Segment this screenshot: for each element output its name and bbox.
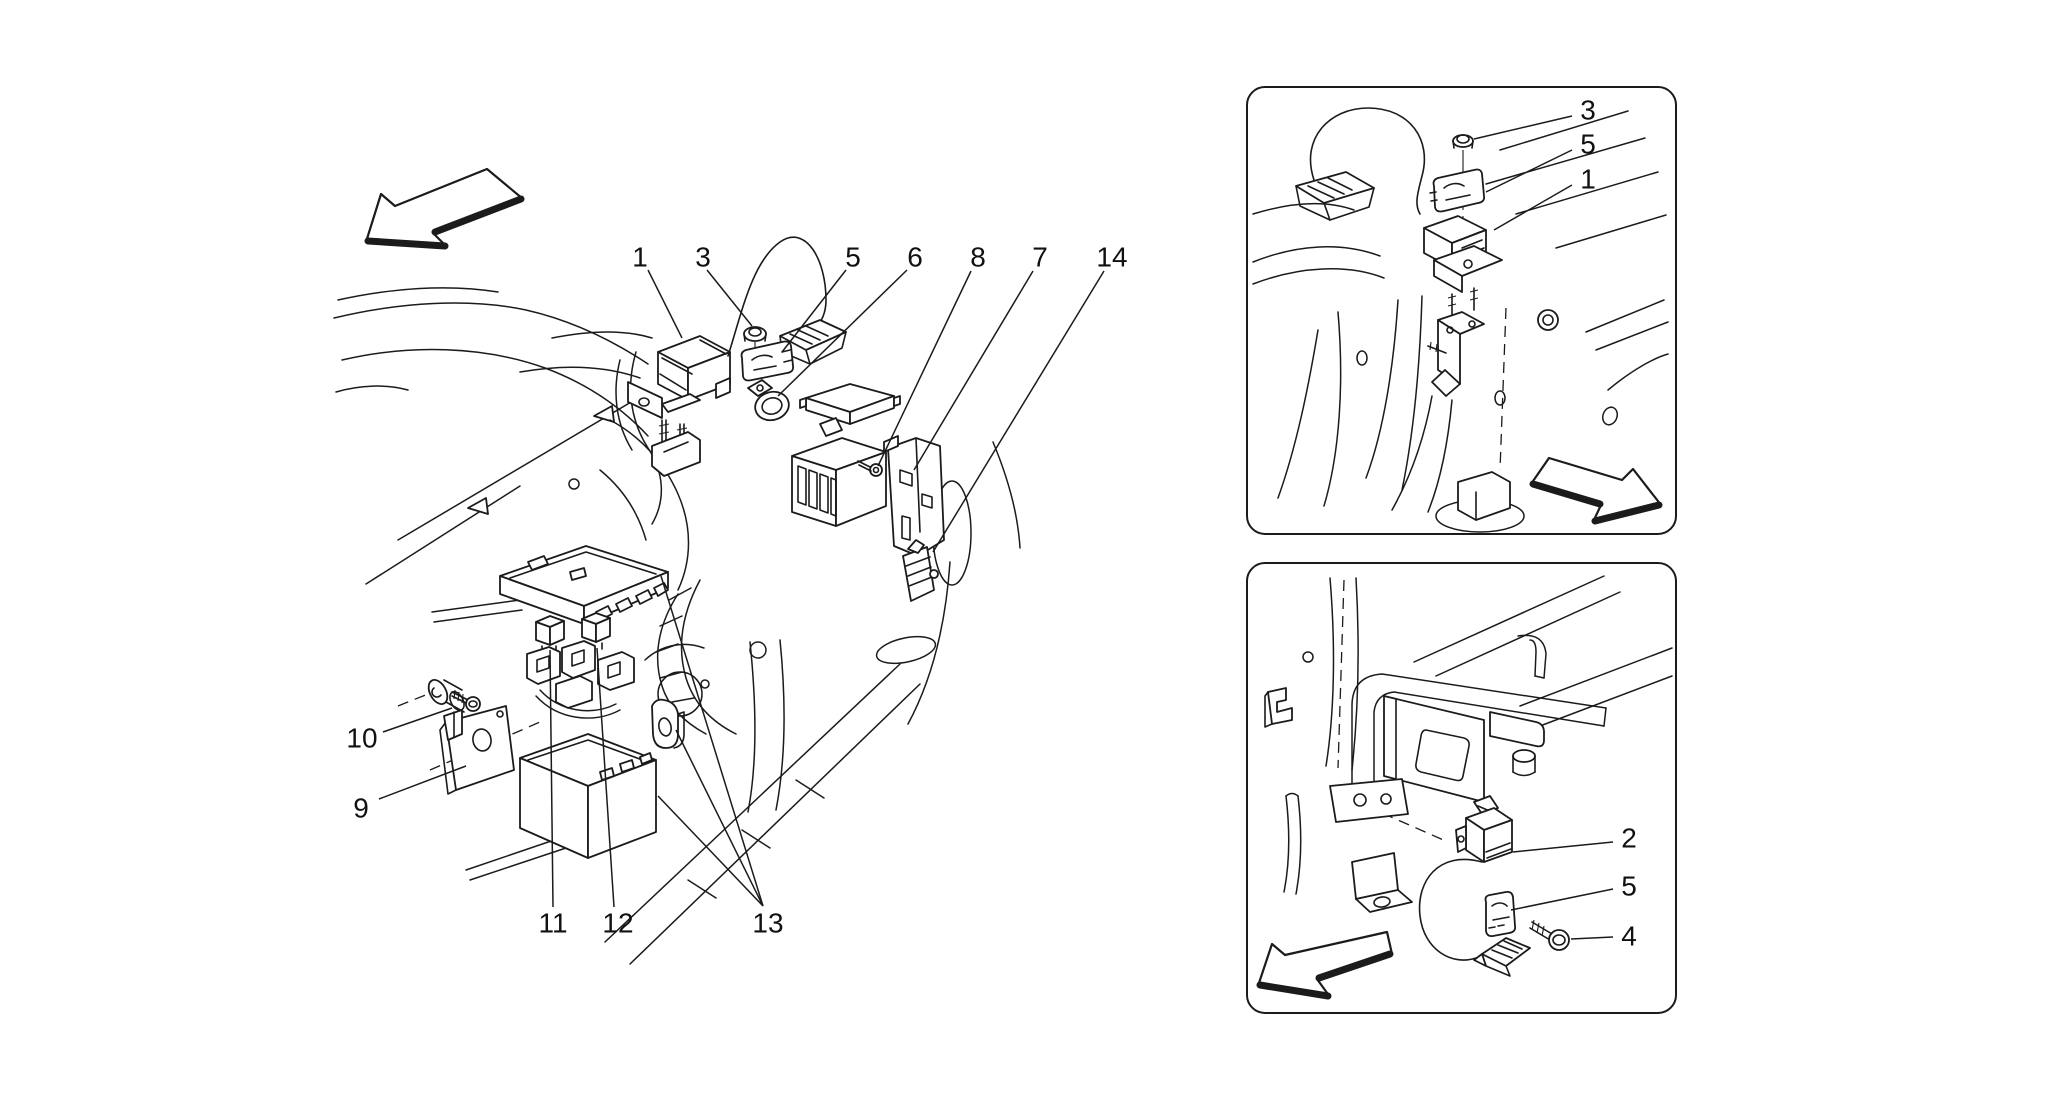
inset-bottom-bolt <box>1529 919 1570 951</box>
part-relay-2 <box>581 612 611 650</box>
callout-label-13: 13 <box>752 908 783 939</box>
leader-line-11 <box>549 649 554 908</box>
main-direction-arrow-icon <box>364 167 525 250</box>
inset-top-border <box>1246 86 1677 535</box>
leader-line-7 <box>913 270 1034 471</box>
callout-label-6: 6 <box>907 242 923 273</box>
inset-bottom-clip <box>1484 890 1517 938</box>
leader-line-13 <box>657 795 764 907</box>
inset-top-sketch <box>1252 110 1669 513</box>
part-container-box <box>519 733 657 859</box>
callout-label-2: 2 <box>1621 823 1637 854</box>
part-grommet-tab <box>651 698 685 749</box>
part-ecu-cover <box>799 383 901 437</box>
leader-line-12 <box>596 647 615 908</box>
callouts-detail-bottom: 2 5 4 <box>1510 823 1637 952</box>
inset-top-connector <box>1295 107 1426 221</box>
part-clip-bolt <box>427 679 481 713</box>
leader-line-2 <box>1512 841 1614 853</box>
callout-label-1: 1 <box>632 242 648 273</box>
leader-line-1 <box>647 269 683 339</box>
leader-line-5 <box>781 269 847 353</box>
leader-line-3 <box>706 269 753 327</box>
part-stud-bracket <box>651 419 701 477</box>
part-fuse-holders <box>526 640 635 719</box>
part-cable-clamp <box>747 379 790 422</box>
inset-detail-bottom: 2 5 4 <box>1246 562 1677 1014</box>
leader-line-5 <box>1510 888 1614 911</box>
inset-top-hanger-bracket <box>1427 311 1525 533</box>
inset-detail-top: 35 1 <box>1246 86 1677 535</box>
body-sketch <box>333 287 1021 965</box>
callout-label-3: 3 <box>695 242 711 273</box>
part-screw <box>857 460 883 477</box>
callout-label-14: 14 <box>1096 242 1127 273</box>
leader-line-6 <box>777 269 908 397</box>
leader-line-9 <box>378 765 467 800</box>
part-retaining-clip <box>740 340 795 382</box>
inset-top-clip <box>1429 168 1486 213</box>
inset-bottom-direction-arrow-icon <box>1256 930 1394 1000</box>
inset-bottom-sketch <box>1302 575 1673 843</box>
leader-line-4 <box>1570 936 1614 940</box>
callout-label-4: 4 <box>1621 921 1637 952</box>
inset-top-direction-arrow-icon <box>1529 456 1663 525</box>
leader-line-1 <box>1493 184 1573 231</box>
part-relay-box-cover <box>499 545 669 625</box>
callout-label-7: 7 <box>1032 242 1048 273</box>
part-mounting-plate <box>883 435 945 557</box>
leader-line-10 <box>382 707 453 733</box>
callouts-detail-top: 35 1 <box>1473 95 1596 231</box>
part-fuse-block <box>791 437 887 527</box>
callout-label-11: 11 <box>538 908 567 939</box>
part-relay-1 <box>535 615 565 653</box>
callout-label-8: 8 <box>970 242 986 273</box>
leader-line-13 <box>660 575 764 907</box>
part-control-unit <box>627 236 827 419</box>
part-flange-nut <box>743 326 767 364</box>
callout-label-5: 5 <box>1580 129 1596 160</box>
leader-line-13 <box>675 729 764 907</box>
callout-label-3: 3 <box>1580 95 1596 126</box>
inset-bottom-border <box>1246 562 1677 1014</box>
callout-label-10: 10 <box>346 723 377 754</box>
inset-top-control-unit <box>1423 215 1503 319</box>
callout-label-5: 5 <box>1621 871 1637 902</box>
leader-line-3 <box>1473 115 1573 140</box>
part-sensor <box>902 539 939 602</box>
inset-bottom-sensor <box>1418 795 1531 977</box>
callout-label-9: 9 <box>353 793 369 824</box>
callout-label-5: 5 <box>845 242 861 273</box>
leader-line-8 <box>877 270 972 467</box>
callout-label-1: 1 <box>1580 164 1596 195</box>
callout-label-12: 12 <box>602 908 633 939</box>
leader-line-14 <box>932 270 1105 553</box>
leader-line-5 <box>1485 149 1573 193</box>
inset-bottom-bracket-plate <box>1264 687 1545 913</box>
part-bracket <box>439 705 515 795</box>
